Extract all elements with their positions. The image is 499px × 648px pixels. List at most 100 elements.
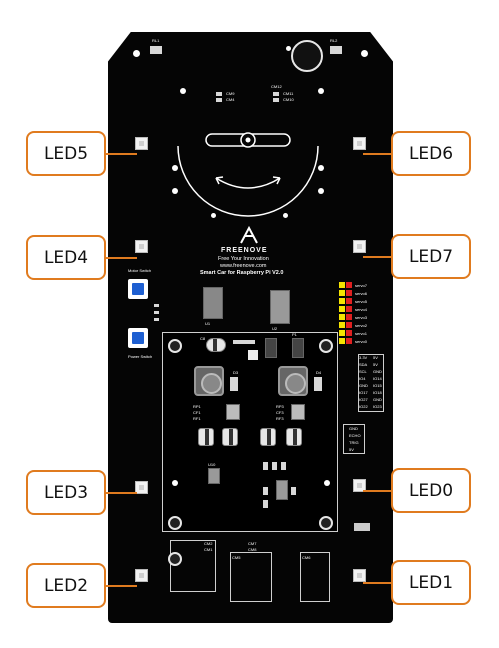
mount-hole-mid-right (318, 88, 324, 94)
module-hole-bl (168, 516, 182, 530)
cap-c8 (206, 338, 226, 352)
ic-u1 (203, 287, 223, 319)
brand-text: FREENOVE (221, 247, 268, 254)
connector-left (170, 540, 216, 592)
power-switch-button[interactable] (128, 328, 148, 348)
led1-connector-line (363, 582, 393, 584)
led7-chip (353, 240, 366, 253)
io-row-5-a: IO17 (359, 390, 368, 395)
servo4-pin-b (346, 306, 352, 312)
io-row-3-b: IO14 (373, 376, 382, 381)
inductor-right (278, 366, 308, 396)
cf3-label: CF3 (276, 410, 284, 415)
ic-u10 (208, 468, 220, 484)
motor-switch-label: Motor Switch (128, 268, 152, 273)
io-row-7-a: IO22 (359, 404, 368, 409)
pcb-board: RL1 RL2 CM9 CM4 CM12 CM11 CM10 FREENOVE … (108, 32, 393, 623)
servo5-label: servo5 (355, 299, 368, 304)
c8-label: C8 (200, 336, 206, 341)
led0-callout: LED0 (391, 468, 471, 513)
d4-label: D4 (316, 370, 322, 375)
cm-pad-c (273, 92, 279, 96)
motor-switch-button[interactable] (128, 279, 148, 299)
led2-connector-line (105, 585, 137, 587)
led6-chip (353, 137, 366, 150)
cm9-label: CM9 (226, 91, 235, 96)
io-row-2-b: GND (373, 369, 382, 374)
cm12-label: CM12 (271, 84, 282, 89)
rf3-label: RF3 (276, 416, 284, 421)
ic-left (226, 404, 240, 420)
module-hole-side-1 (324, 480, 330, 486)
rl2-label: RL2 (330, 38, 338, 43)
resistor-bank-2 (272, 462, 277, 470)
rl1-label: RL1 (152, 38, 160, 43)
io-row-4-b: IO15 (373, 383, 382, 388)
led5-connector-line (105, 153, 137, 155)
module-hole-br (319, 516, 333, 530)
io-row-5-b: IO18 (373, 390, 382, 395)
relay-rl1 (150, 46, 162, 54)
mount-hole-top-right (361, 50, 368, 57)
servo0-pin-a (339, 338, 345, 344)
ic-right (291, 404, 305, 420)
connector-right (300, 552, 330, 602)
regulator-2 (292, 338, 304, 358)
servo1-pin-b (346, 330, 352, 336)
servo3-label: servo3 (355, 315, 368, 320)
led5-callout: LED5 (26, 131, 106, 176)
switch-resistor-3 (154, 318, 159, 321)
led4-connector-line (105, 257, 137, 259)
io-table (358, 354, 384, 412)
cm-pad-a (216, 92, 222, 96)
bottom-right-component (354, 523, 370, 531)
url-text: www.freenove.com (220, 263, 267, 269)
connector-center (230, 552, 272, 602)
module-hole-tr (319, 339, 333, 353)
u1-label: U1 (205, 321, 211, 326)
led3-chip (135, 481, 148, 494)
servo2-pin-b (346, 322, 352, 328)
bottom-hole (168, 552, 182, 566)
servo3-pin-b (346, 314, 352, 320)
servo-hole-2 (172, 188, 178, 194)
ic-u2 (270, 290, 290, 324)
led5-chip (135, 137, 148, 150)
cm7-label: CM7 (248, 541, 257, 546)
servo7-pin-a (339, 282, 345, 288)
cm10-label: CM10 (283, 97, 294, 102)
rp3-label: RP3 (276, 404, 284, 409)
servo7-label: servo7 (355, 283, 368, 288)
led4-callout: LED4 (26, 235, 106, 280)
module-hole-side-2 (172, 480, 178, 486)
cap-4 (286, 428, 302, 446)
cm4-label: CM4 (226, 97, 235, 102)
inductor-left (194, 366, 224, 396)
switch-resistor-1 (154, 304, 159, 307)
led4-chip (135, 240, 148, 253)
servo1-label: servo1 (355, 331, 368, 336)
io-row-6-b: GND (373, 397, 382, 402)
sonic-pin-echo: ECHO (349, 433, 361, 438)
d3-label: D3 (233, 370, 239, 375)
buzzer-dot (286, 46, 291, 51)
servo5-pin-a (339, 298, 345, 304)
cm2-label: CM2 (204, 541, 213, 546)
servo3-pin-a (339, 314, 345, 320)
cf1-label: CF1 (193, 410, 201, 415)
io-row-6-a: IO27 (359, 397, 368, 402)
led2-chip (135, 569, 148, 582)
servo-hole-5 (211, 213, 216, 218)
servo6-pin-a (339, 290, 345, 296)
cm-pad-b (216, 98, 222, 102)
mount-hole-top-left (133, 50, 140, 57)
io-row-3-a: IO4 (359, 376, 366, 381)
io-row-7-b: IO23 (373, 404, 382, 409)
cap-3 (260, 428, 276, 446)
sonic-table (343, 424, 365, 454)
led3-connector-line (105, 492, 137, 494)
cm6-label: CM6 (302, 555, 311, 560)
servo4-pin-a (339, 306, 345, 312)
mount-hole-mid-left (180, 88, 186, 94)
resistor-bank-4 (263, 487, 268, 495)
